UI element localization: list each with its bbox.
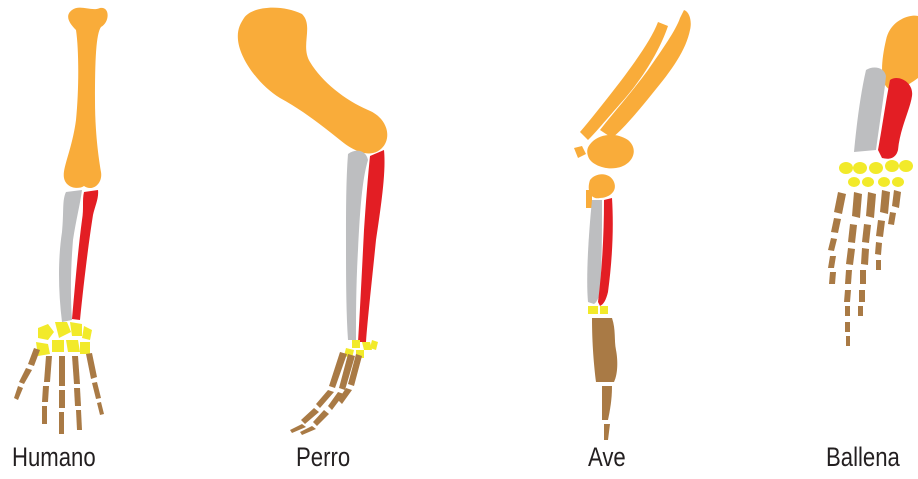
bird-carpals <box>588 306 608 314</box>
bird-phalanges <box>592 318 617 440</box>
dog-phalanges <box>290 352 362 435</box>
bird-head-blob <box>574 146 586 158</box>
label-perro: Perro <box>296 444 350 471</box>
bird-elbow-small <box>586 190 592 208</box>
human-arm <box>14 8 108 434</box>
bird-elbow <box>589 174 615 198</box>
label-ave: Ave <box>588 444 626 471</box>
label-humano: Humano <box>12 444 96 471</box>
whale-flipper <box>828 16 918 346</box>
dog-humerus <box>238 8 387 154</box>
human-carpals <box>36 322 92 356</box>
bird-humerus-joint <box>587 135 634 168</box>
human-phalanges <box>14 348 104 434</box>
bird-humerus-upper <box>600 10 691 138</box>
human-humerus <box>64 8 108 188</box>
label-ballena: Ballena <box>826 444 900 471</box>
bird-wing <box>574 10 691 440</box>
whale-phalanges <box>828 190 901 346</box>
whale-carpals <box>839 160 913 187</box>
dog-leg <box>238 8 387 435</box>
